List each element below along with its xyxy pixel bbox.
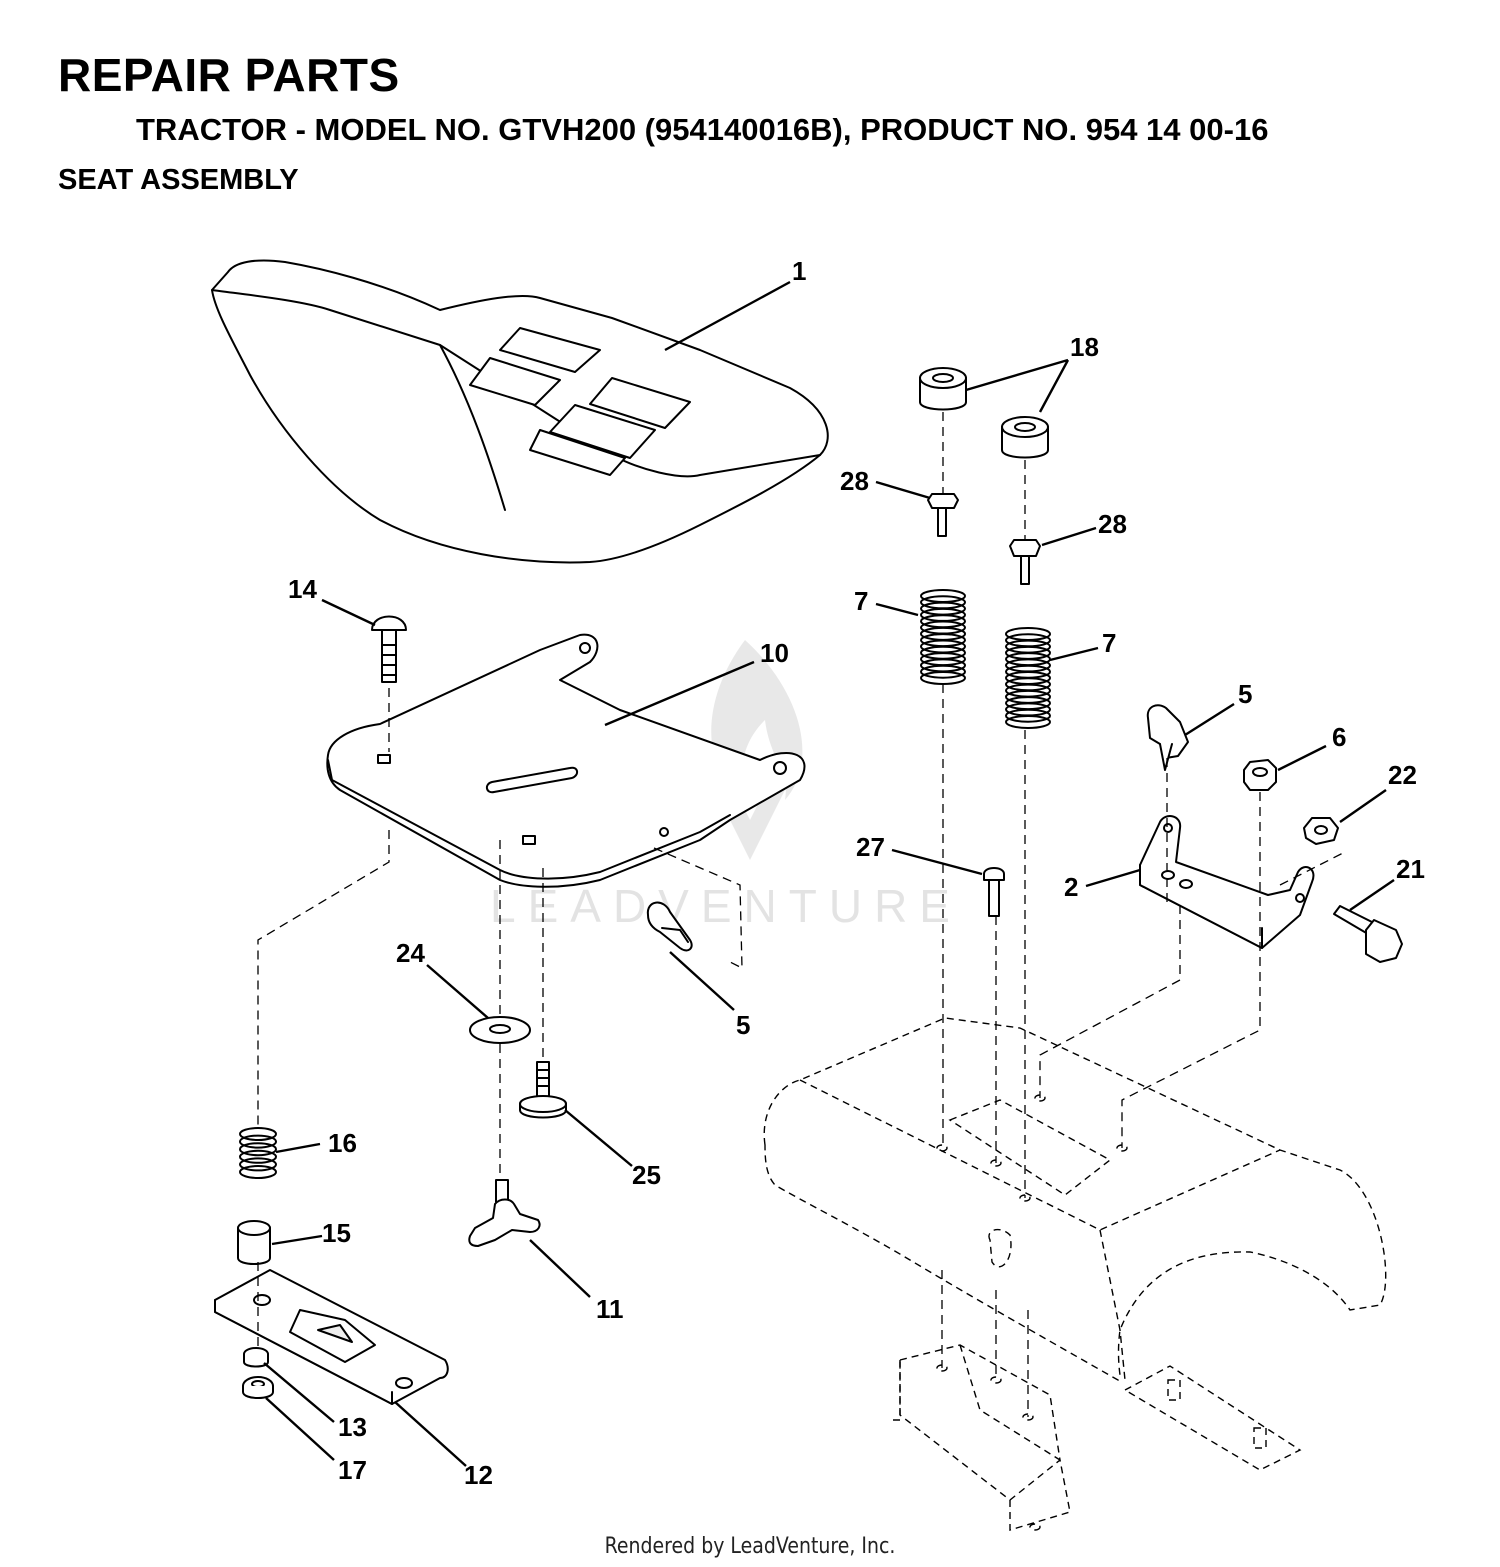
part-18-spacer-left[interactable] — [919, 367, 967, 411]
callout-22: 22 — [1388, 760, 1417, 790]
part-28-bolt-left[interactable] — [927, 493, 959, 537]
footer-credit: Rendered by LeadVenture, Inc. — [604, 1534, 896, 1559]
part-12-slide-bracket[interactable] — [214, 1269, 449, 1405]
fender-frame-outline — [763, 1017, 1387, 1531]
part-25-shoulder-bolt[interactable] — [519, 1061, 567, 1119]
part-5-clip-left[interactable] — [646, 901, 693, 952]
assembly-centerlines — [257, 412, 1346, 1417]
part-13-bushing[interactable] — [243, 1347, 269, 1368]
callout-7-left: 7 — [854, 586, 868, 616]
callout-7-right: 7 — [1102, 628, 1116, 658]
part-16-spring[interactable] — [239, 1127, 277, 1179]
model-subtitle: TRACTOR - MODEL NO. GTVH200 (954140016B)… — [136, 112, 1269, 147]
part-1-seat[interactable] — [211, 259, 829, 564]
callout-10: 10 — [760, 638, 789, 668]
watermark-text: LEADVENTURE — [490, 880, 962, 932]
callout-15: 15 — [322, 1218, 351, 1248]
callout-13: 13 — [338, 1412, 367, 1442]
callout-6: 6 — [1332, 722, 1346, 752]
callout-24: 24 — [396, 938, 425, 968]
callout-17: 17 — [338, 1455, 367, 1485]
part-7-spring-left[interactable] — [920, 589, 966, 685]
part-5-clip-right[interactable] — [1146, 704, 1189, 771]
part-17-flange-nut[interactable] — [242, 1376, 274, 1399]
callout-16: 16 — [328, 1128, 357, 1158]
callout-11: 11 — [596, 1294, 624, 1324]
part-27-screw[interactable] — [983, 867, 1005, 917]
part-21-bolt[interactable] — [1333, 905, 1403, 963]
callout-18: 18 — [1070, 332, 1099, 362]
part-28-bolt-right[interactable] — [1009, 539, 1041, 585]
callout-28-right: 28 — [1098, 509, 1127, 539]
callout-5-left: 5 — [736, 1010, 750, 1040]
callout-25: 25 — [632, 1160, 661, 1190]
callout-12: 12 — [464, 1460, 493, 1490]
callout-14: 14 — [288, 574, 317, 604]
callout-5-right: 5 — [1238, 679, 1252, 709]
section-title: SEAT ASSEMBLY — [58, 164, 299, 196]
callout-2: 2 — [1064, 872, 1078, 902]
part-6-lock-nut[interactable] — [1243, 759, 1277, 791]
part-22-nut[interactable] — [1303, 817, 1339, 845]
part-15-spacer[interactable] — [237, 1220, 271, 1265]
part-18-spacer-right[interactable] — [1001, 416, 1049, 459]
part-24-washer[interactable] — [469, 1016, 531, 1044]
callout-labels: 1 18 28 28 14 7 7 10 5 6 22 27 21 2 24 5… — [288, 256, 1425, 1490]
callout-28-left: 28 — [840, 466, 869, 496]
part-7-spring-right[interactable] — [1005, 627, 1051, 729]
callout-leaders — [263, 280, 1395, 1467]
part-11-knob[interactable] — [468, 1179, 541, 1247]
callout-27: 27 — [856, 832, 885, 862]
callout-21: 21 — [1396, 854, 1425, 884]
part-14-carriage-bolt[interactable] — [371, 615, 407, 683]
part-10-seat-pan[interactable] — [326, 633, 806, 888]
part-2-bracket[interactable] — [1139, 815, 1315, 949]
page-title: REPAIR PARTS — [58, 49, 400, 101]
callout-1: 1 — [792, 256, 806, 286]
